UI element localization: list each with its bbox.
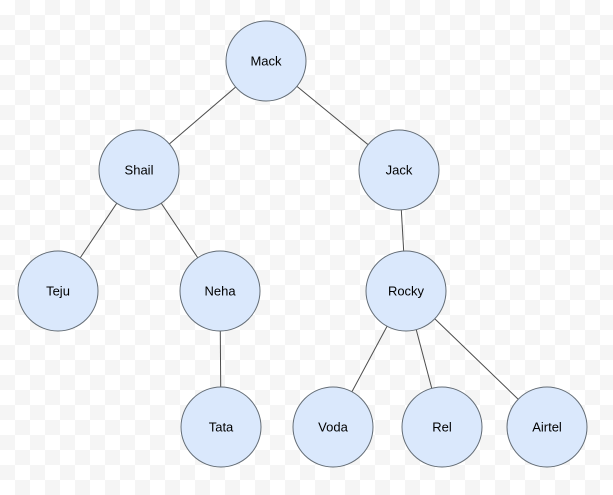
node-rel[interactable]: Rel	[401, 386, 483, 468]
edges-layer	[57, 60, 548, 428]
node-jack-circle	[358, 129, 440, 211]
node-shail-circle	[98, 129, 180, 211]
node-rel-circle	[401, 386, 483, 468]
node-jack[interactable]: Jack	[358, 129, 440, 211]
node-tata-circle	[180, 386, 262, 468]
node-teju-circle	[17, 250, 99, 332]
node-voda[interactable]: Voda	[292, 386, 374, 468]
node-jack-label: Jack	[386, 163, 413, 178]
node-airtel-circle	[506, 386, 588, 468]
node-mack[interactable]: Mack	[225, 20, 307, 102]
node-rocky-circle	[365, 250, 447, 332]
node-shail-label: Shail	[125, 163, 154, 178]
node-voda-label: Voda	[318, 420, 348, 435]
node-teju[interactable]: Teju	[17, 250, 99, 332]
node-mack-label: Mack	[250, 54, 282, 69]
node-mack-circle	[225, 20, 307, 102]
node-neha-label: Neha	[204, 284, 236, 299]
node-voda-circle	[292, 386, 374, 468]
node-teju-label: Teju	[46, 284, 70, 299]
node-shail[interactable]: Shail	[98, 129, 180, 211]
node-neha[interactable]: Neha	[179, 250, 261, 332]
node-tata[interactable]: Tata	[180, 386, 262, 468]
node-airtel[interactable]: Airtel	[506, 386, 588, 468]
node-rel-label: Rel	[432, 420, 452, 435]
node-rocky[interactable]: Rocky	[365, 250, 447, 332]
node-tata-label: Tata	[209, 420, 234, 435]
node-rocky-label: Rocky	[388, 284, 425, 299]
node-neha-circle	[179, 250, 261, 332]
nodes-layer: Mack Shail Jack Teju Neha Rocky Tata	[17, 20, 588, 468]
node-airtel-label: Airtel	[532, 420, 562, 435]
